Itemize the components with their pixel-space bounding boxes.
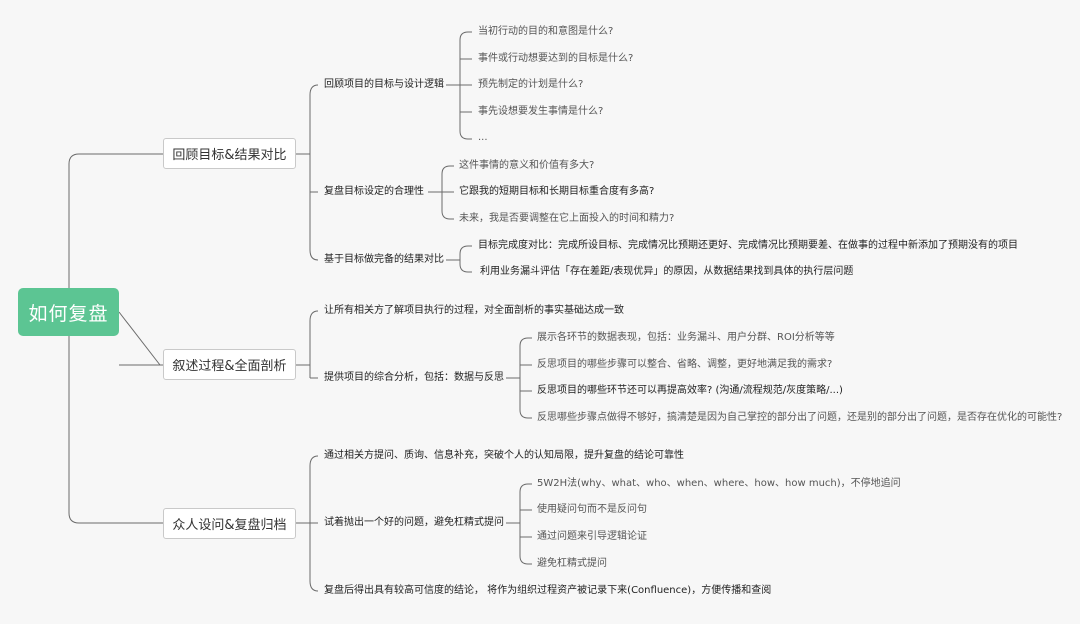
leaf-5w2h[interactable]: 5W2H法(why、what、who、when、where、how、how mu… [537, 478, 901, 489]
node-review-goal-logic[interactable]: 回顾项目的目标与设计逻辑 [324, 79, 444, 90]
leaf-funnel-evaluation[interactable]: 利用业务漏斗评估「存在差距/表现优异」的原因，从数据结果找到具体的执行层问题 [480, 266, 854, 277]
node-goal-rationality[interactable]: 复盘目标设定的合理性 [324, 186, 424, 197]
leaf-guide-logic[interactable]: 通过问题来引导逻辑论证 [537, 531, 647, 542]
node-archive-conclusion[interactable]: 复盘后得出具有较高可信度的结论， 将作为组织过程资产被记录下来(Confluen… [324, 585, 772, 596]
branch-narrate-process[interactable]: 叙述过程&全面剖析 [163, 349, 296, 380]
leaf-value[interactable]: 这件事情的意义和价值有多大? [459, 160, 595, 171]
leaf-ellipsis[interactable]: ... [478, 132, 488, 143]
leaf-data-performance[interactable]: 展示各环节的数据表现，包括：业务漏斗、用户分群、ROI分析等等 [537, 332, 835, 343]
leaf-overlap[interactable]: 它跟我的短期目标和长期目标重合度有多高? [459, 186, 655, 197]
leaf-avoid-nitpick[interactable]: 避免杠精式提问 [537, 558, 607, 569]
leaf-expected-events[interactable]: 事先设想要发生事情是什么? [478, 106, 604, 117]
leaf-planned[interactable]: 预先制定的计划是什么? [478, 79, 584, 90]
leaf-question-not-rhetorical[interactable]: 使用疑问句而不是反问句 [537, 504, 647, 515]
node-comprehensive-analysis[interactable]: 提供项目的综合分析，包括：数据与反思 [324, 372, 504, 383]
leaf-target-goal[interactable]: 事件或行动想要达到的目标是什么? [478, 53, 634, 64]
leaf-improve-efficiency[interactable]: 反思项目的哪些环节还可以再提高效率? (沟通/流程规范/灰度策略/...) [537, 385, 843, 396]
branch-group-questions[interactable]: 众人设问&复盘归档 [163, 508, 296, 539]
root-node[interactable]: 如何复盘 [18, 288, 119, 336]
branch-review-goals[interactable]: 回顾目标&结果对比 [163, 138, 296, 169]
leaf-adjust-investment[interactable]: 未来，我是否要调整在它上面投入的时间和精力? [459, 213, 675, 224]
leaf-steps-adjust[interactable]: 反思项目的哪些步骤可以整合、省略、调整，更好地满足我的需求? [537, 359, 833, 370]
leaf-shortcomings[interactable]: 反思哪些步骤点做得不够好，搞清楚是因为自己掌控的部分出了问题，还是别的部分出了问… [537, 412, 1063, 423]
node-align-facts[interactable]: 让所有相关方了解项目执行的过程，对全面剖析的事实基础达成一致 [324, 305, 624, 316]
leaf-completion-comparison[interactable]: 目标完成度对比：完成所设目标、完成情况比预期还更好、完成情况比预期要差、在做事的… [478, 240, 1018, 251]
leaf-original-intent[interactable]: 当初行动的目的和意图是什么? [478, 26, 614, 37]
node-good-questions[interactable]: 试着抛出一个好的问题，避免杠精式提问 [324, 517, 504, 528]
node-break-cognition[interactable]: 通过相关方提问、质询、信息补充，突破个人的认知局限，提升复盘的结论可靠性 [324, 450, 684, 461]
node-result-comparison[interactable]: 基于目标做完备的结果对比 [324, 254, 444, 265]
